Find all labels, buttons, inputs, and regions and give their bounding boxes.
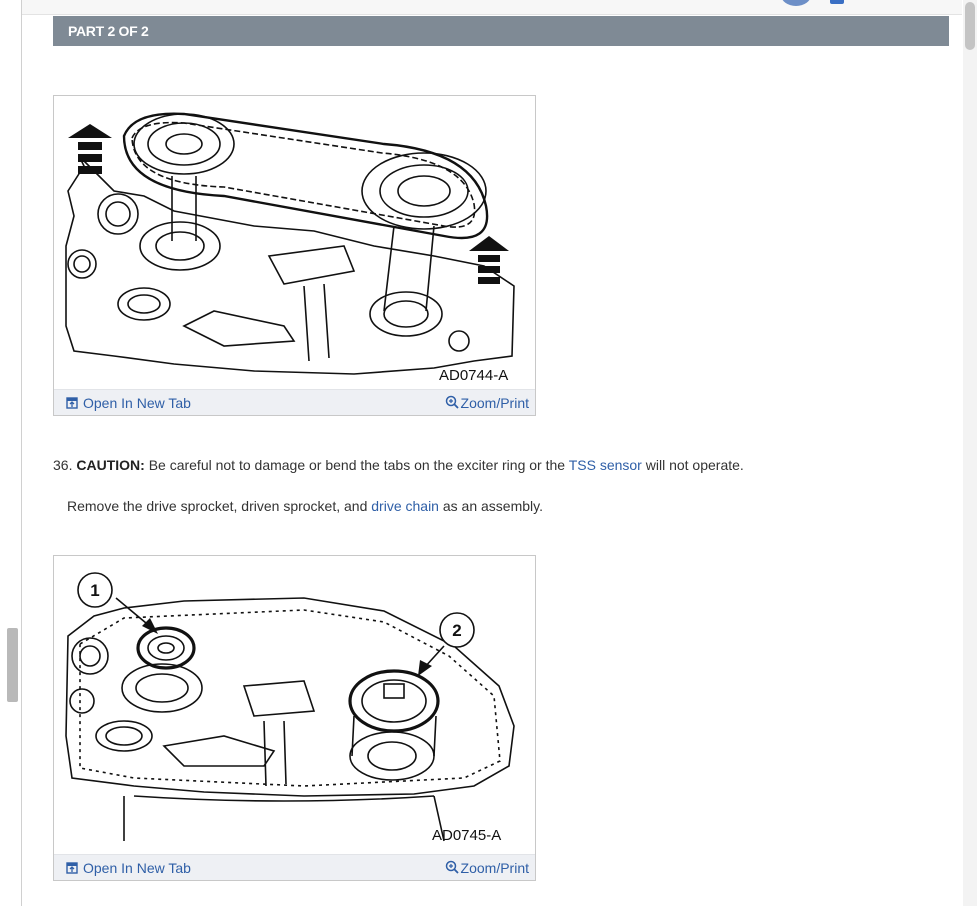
figure-ad0744: AD0744-A Open In New Tab Zoom/Print (53, 95, 536, 416)
case-sprocket-illustration: 1 2 AD0745-A (65, 572, 515, 844)
tss-sensor-link[interactable]: TSS sensor (568, 457, 642, 473)
top-toolbar-edge (22, 0, 962, 15)
step-number: 36. (53, 457, 73, 473)
open-in-new-tab-link[interactable]: Open In New Tab (66, 860, 191, 876)
left-gutter (0, 0, 22, 906)
vertical-scrollbar[interactable] (963, 0, 977, 906)
caution-text-end: will not operate. (645, 457, 744, 473)
open-in-new-tab-label: Open In New Tab (83, 860, 191, 876)
open-in-new-tab-link[interactable]: Open In New Tab (66, 395, 191, 411)
figure-ad0745: 1 2 AD0745-A Open In New Tab Zoom/Print (53, 555, 536, 881)
avatar[interactable] (781, 0, 811, 6)
left-border (21, 0, 22, 906)
callout-1: 1 (77, 572, 113, 608)
open-new-tab-icon (66, 862, 78, 874)
zoom-print-label: Zoom/Print (460, 860, 529, 876)
figure-code: AD0745-A (432, 827, 501, 844)
figure-footer: Open In New Tab Zoom/Print (54, 854, 535, 880)
instruction-text: Remove the drive sprocket, driven sprock… (67, 498, 368, 514)
zoom-in-icon (445, 395, 459, 409)
callout-1-label: 1 (90, 581, 99, 600)
step-36: 36. CAUTION: Be careful not to damage or… (53, 457, 744, 473)
figure-footer: Open In New Tab Zoom/Print (54, 389, 535, 415)
instruction-text-end: as an assembly. (442, 498, 543, 514)
callout-2: 2 (439, 612, 475, 648)
open-in-new-tab-label: Open In New Tab (83, 395, 191, 411)
drive-chain-illustration: AD0744-A (65, 112, 515, 384)
left-scroll-handle[interactable] (7, 628, 18, 702)
step-instruction: Remove the drive sprocket, driven sprock… (67, 498, 543, 514)
caution-label: CAUTION: (76, 457, 145, 473)
drive-chain-link[interactable]: drive chain (371, 498, 439, 514)
figure-code: AD0744-A (439, 367, 508, 384)
zoom-print-link[interactable]: Zoom/Print (445, 860, 529, 876)
part-header: PART 2 OF 2 (53, 16, 949, 46)
caution-text: Be careful not to damage or bend the tab… (148, 457, 566, 473)
zoom-print-label: Zoom/Print (460, 395, 529, 411)
callout-2-label: 2 (452, 621, 461, 640)
zoom-in-icon (445, 860, 459, 874)
scrollbar-thumb[interactable] (965, 2, 975, 50)
notification-icon[interactable] (830, 0, 844, 4)
zoom-print-link[interactable]: Zoom/Print (445, 395, 529, 411)
open-new-tab-icon (66, 397, 78, 409)
